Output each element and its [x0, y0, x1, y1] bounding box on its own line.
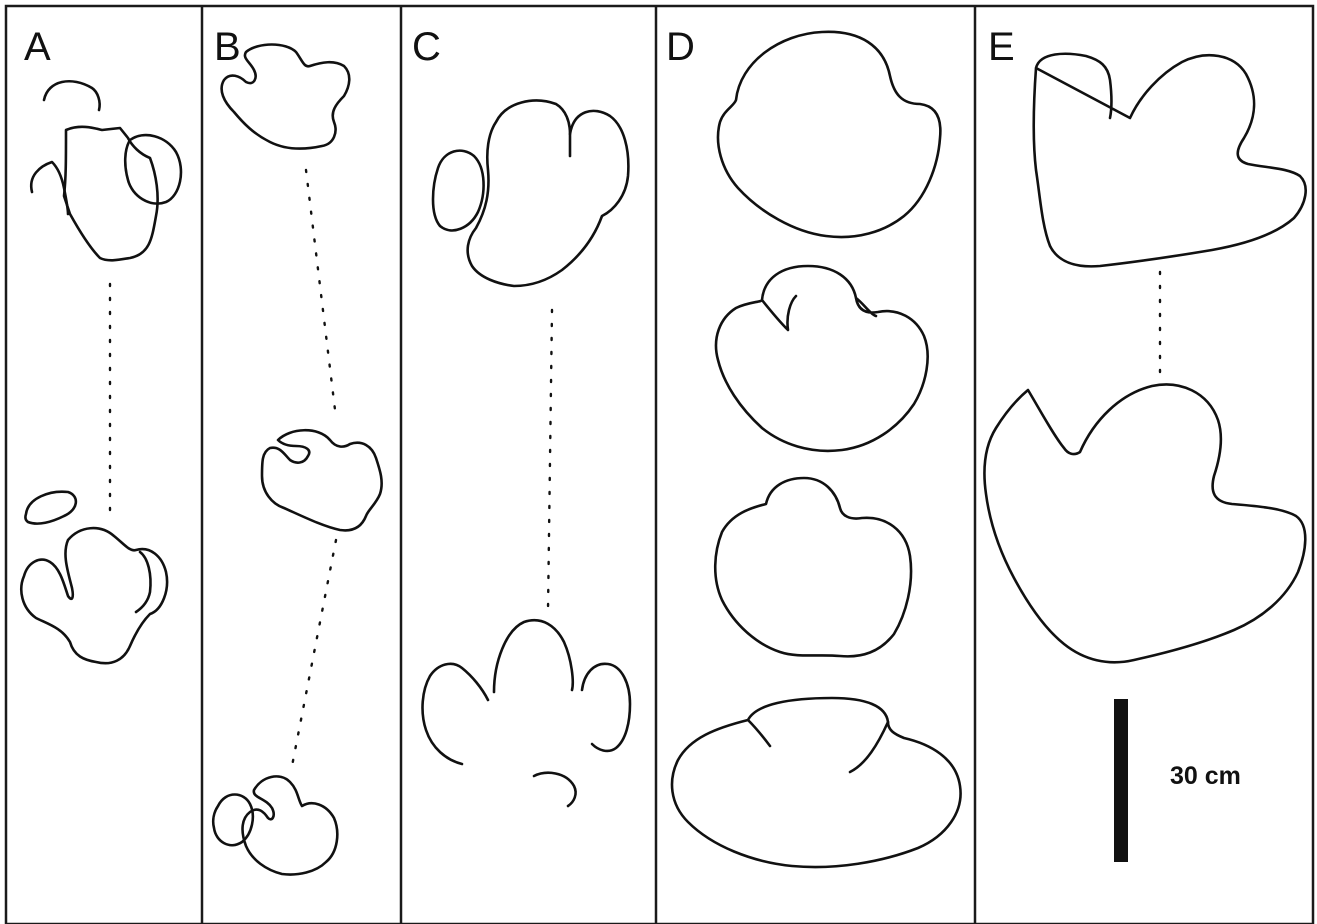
panel-label-e: E: [988, 25, 1015, 69]
footprint-e-lower: [983, 383, 1307, 664]
footprint-a-upper: [29, 80, 183, 262]
trail-b-1: [304, 168, 338, 420]
panel-label-c: C: [412, 25, 441, 69]
trail-c: [546, 308, 554, 612]
footprint-c-lower: [421, 619, 632, 808]
footprint-d-1: [716, 30, 942, 239]
panel-label-a: A: [24, 25, 51, 69]
scale-bar: [1114, 699, 1128, 862]
footprint-d-4-inner-right: [848, 720, 890, 774]
panel-a: [20, 80, 183, 665]
trail-b-2: [290, 538, 338, 768]
scale-bar-label: 30 cm: [1170, 762, 1241, 790]
footprint-b-lower: [211, 775, 339, 876]
footprint-d-3: [713, 476, 913, 658]
figure-frame: [4, 4, 1315, 924]
panel-c: [421, 99, 632, 808]
footprint-b-middle: [260, 428, 383, 532]
footprint-e-upper: [1032, 52, 1307, 268]
panel-e: [983, 52, 1307, 664]
footprint-a-lower: [20, 490, 169, 665]
footprint-d-4: [670, 696, 962, 869]
panel-b: [211, 43, 383, 876]
panel-d: [670, 30, 962, 869]
footprint-d-2: [714, 264, 929, 453]
footprint-b-upper: [220, 43, 351, 150]
panel-label-b: B: [214, 25, 241, 69]
footprint-d-4-inner-left: [746, 718, 772, 748]
panel-label-d: D: [666, 25, 695, 69]
footprint-c-upper: [431, 99, 630, 288]
